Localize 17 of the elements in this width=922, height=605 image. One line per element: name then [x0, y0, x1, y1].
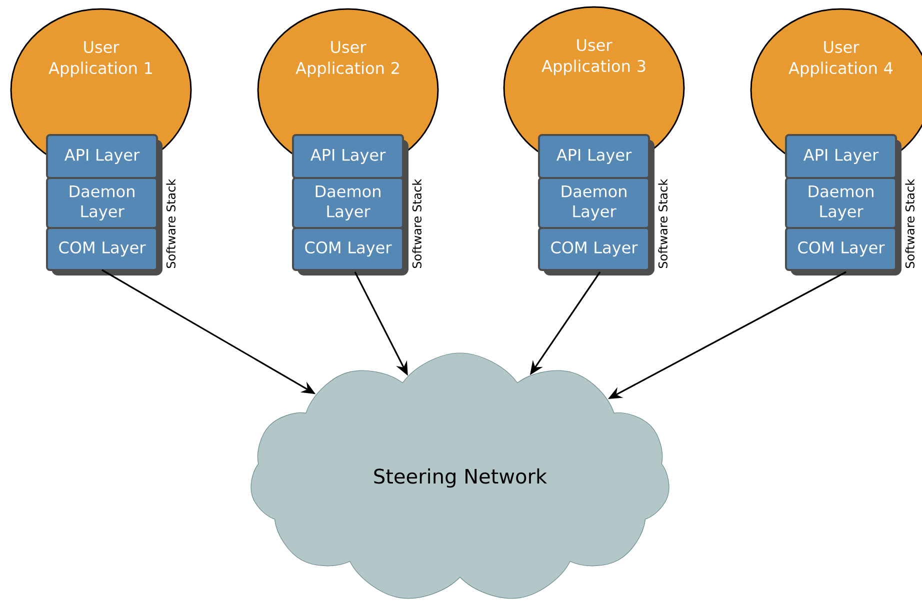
- layer-box: API Layer: [46, 134, 158, 179]
- layer-box: COM Layer: [292, 227, 404, 271]
- stack-label: Software Stack: [166, 178, 176, 268]
- layer-box: Daemon Layer: [785, 177, 897, 229]
- network-cloud: Steering Network: [250, 352, 670, 599]
- stack-label: Software Stack: [412, 178, 422, 268]
- layer-box: API Layer: [292, 134, 404, 179]
- stack-label: Software Stack: [905, 178, 914, 268]
- layer-box: Daemon Layer: [292, 177, 404, 229]
- layer-box: API Layer: [538, 134, 650, 179]
- layer-box: COM Layer: [46, 227, 158, 271]
- stack-label: Software Stack: [658, 178, 668, 268]
- layer-box: Daemon Layer: [46, 177, 158, 229]
- layer-box: COM Layer: [785, 227, 897, 271]
- layer-box: Daemon Layer: [538, 177, 650, 229]
- layer-box: COM Layer: [538, 227, 650, 271]
- layer-box: API Layer: [785, 134, 897, 179]
